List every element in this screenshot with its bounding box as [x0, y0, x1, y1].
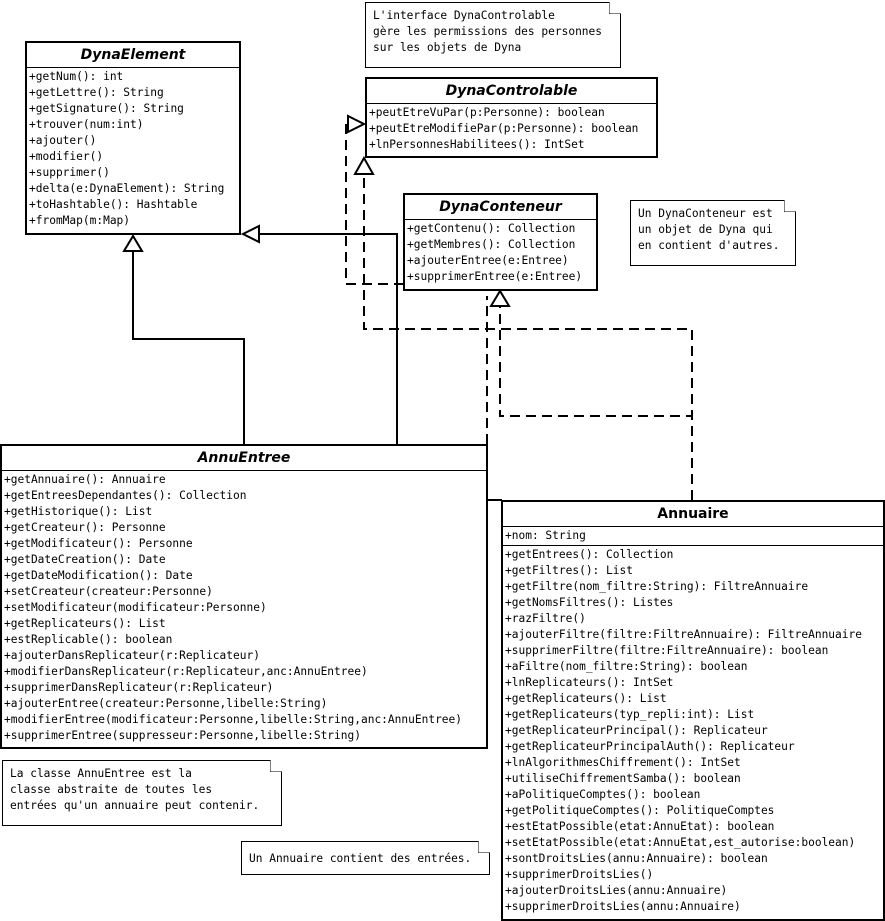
note-dynacontrolable: L'interface DynaControlable gère les per… — [365, 2, 621, 68]
method: +getNum(): int — [29, 70, 124, 83]
method: +supprimerDansReplicateur(r:Replicateur) — [4, 681, 274, 694]
method: +getCreateur(): Personne — [4, 521, 166, 534]
method: +setEtatPossible(etat:AnnuEtat,est_autor… — [505, 836, 856, 849]
method: +getContenu(): Collection — [407, 222, 576, 235]
method: +getReplicateurs(): List — [505, 692, 667, 705]
note-text: Un Annuaire contient des entrées. — [249, 852, 472, 865]
method: +getNomsFiltres(): Listes — [505, 596, 674, 609]
dynaconteneur-realization-arrow-bottom — [489, 289, 511, 307]
method: +lnAlgorithmesChiffrement(): IntSet — [505, 756, 741, 769]
method: +ajouter() — [29, 134, 97, 147]
dynacontrolable-realization-arrow-bottom — [353, 155, 375, 175]
class-name: Annuaire — [503, 502, 883, 527]
method: +getEntrees(): Collection — [505, 548, 674, 561]
note-fold-icon — [270, 760, 282, 772]
note-annuentree: La classe AnnuEntree est la classe abstr… — [2, 760, 282, 826]
method: +getFiltres(): List — [505, 564, 633, 577]
note-fold-icon — [784, 200, 796, 212]
method: +supprimerDroitsLies() — [505, 868, 654, 881]
method: +trouver(num:int) — [29, 118, 144, 131]
method: +ajouterFiltre(filtre:FiltreAnnuaire): F… — [505, 628, 862, 641]
method: +peutEtreVuPar(p:Personne): boolean — [369, 106, 605, 119]
method: +getMembres(): Collection — [407, 238, 576, 251]
dynaelement-inheritance-arrow-bottom — [122, 234, 144, 252]
method: +modifierDansReplicateur(r:Replicateur,a… — [4, 665, 368, 678]
class-annuentree: AnnuEntree +getAnnuaire(): Annuaire +get… — [0, 444, 488, 749]
method: +getSignature(): String — [29, 102, 184, 115]
note-annuaire: Un Annuaire contient des entrées. — [241, 841, 490, 875]
method: +getDateModification(): Date — [4, 569, 193, 582]
methods-section: +getNum(): int +getLettre(): String +get… — [27, 68, 239, 230]
annuentree-extends-dynaelement — [132, 251, 245, 444]
method: +getLettre(): String — [29, 86, 164, 99]
method: +getAnnuaire(): Annuaire — [4, 473, 166, 486]
note-text: La classe AnnuEntree est la classe abstr… — [10, 767, 260, 812]
method: +supprimerFiltre(filtre:FiltreAnnuaire):… — [505, 644, 829, 657]
class-name: DynaControlable — [367, 79, 656, 104]
method: +lnReplicateurs(): IntSet — [505, 676, 674, 689]
note-fold-icon — [609, 2, 621, 14]
method: +peutEtreModifiePar(p:Personne): boolean — [369, 122, 639, 135]
method: +getFiltre(nom_filtre:String): FiltreAnn… — [505, 580, 809, 593]
note-text: Un DynaConteneur est un objet de Dyna qu… — [638, 207, 780, 252]
method: +setCreateur(createur:Personne) — [4, 585, 213, 598]
methods-section: +getEntrees(): Collection +getFiltres():… — [503, 546, 883, 916]
method: +sontDroitsLies(annu:Annuaire): boolean — [505, 852, 768, 865]
method: +getReplicateurPrincipal(): Replicateur — [505, 724, 768, 737]
annuaire-realizes-dynaconteneur — [499, 306, 693, 500]
method: +delta(e:DynaElement): String — [29, 182, 225, 195]
method: +setModificateur(modificateur:Personne) — [4, 601, 267, 614]
method: +razFiltre() — [505, 612, 586, 625]
note-fold-icon — [478, 841, 490, 853]
method: +aFiltre(nom_filtre:String): boolean — [505, 660, 748, 673]
method: +getPolitiqueComptes(): PolitiqueComptes — [505, 804, 775, 817]
method: +getDateCreation(): Date — [4, 553, 166, 566]
method: +estReplicable(): boolean — [4, 633, 173, 646]
method: +getHistorique(): List — [4, 505, 153, 518]
method: +supprimerDroitsLies(annu:Annuaire) — [505, 900, 741, 913]
class-dynaconteneur: DynaConteneur +getContenu(): Collection … — [403, 193, 598, 291]
method: +ajouterEntree(e:Entree) — [407, 254, 569, 267]
method: +utiliseChiffrementSamba(): boolean — [505, 772, 741, 785]
method: +getReplicateurs(typ_repli:int): List — [505, 708, 755, 721]
dynaelement-inheritance-arrow-right — [240, 224, 260, 244]
method: +fromMap(m:Map) — [29, 214, 131, 227]
method: +ajouterDansReplicateur(r:Replicateur) — [4, 649, 260, 662]
class-name: AnnuEntree — [2, 446, 486, 471]
methods-section: +peutEtreVuPar(p:Personne): boolean +peu… — [367, 104, 656, 154]
method: +toHashtable(): Hashtable — [29, 198, 198, 211]
method: +getEntreesDependantes(): Collection — [4, 489, 247, 502]
method: +supprimer() — [29, 166, 110, 179]
method: +aPolitiqueComptes(): boolean — [505, 788, 701, 801]
method: +getReplicateurs(): List — [4, 617, 166, 630]
class-annuaire: Annuaire +nom: String +getEntrees(): Col… — [501, 500, 885, 921]
attribute: +nom: String — [505, 529, 586, 542]
attributes-section: +nom: String — [503, 527, 883, 546]
method: +modifierEntree(modificateur:Personne,li… — [4, 713, 463, 726]
annuaire-realizes-dynacontrolable — [363, 174, 693, 500]
class-name: DynaConteneur — [405, 195, 596, 220]
dynacontrolable-realization-arrow-left — [347, 114, 367, 134]
method: +getReplicateurPrincipalAuth(): Replicat… — [505, 740, 795, 753]
class-dynaelement: DynaElement +getNum(): int +getLettre():… — [25, 41, 241, 235]
method: +lnPersonnesHabilitees(): IntSet — [369, 138, 585, 151]
note-text: L'interface DynaControlable gère les per… — [373, 9, 603, 54]
methods-section: +getContenu(): Collection +getMembres():… — [405, 220, 596, 286]
class-dynacontrolable: DynaControlable +peutEtreVuPar(p:Personn… — [365, 77, 658, 158]
method: +ajouterEntree(createur:Personne,libelle… — [4, 697, 328, 710]
method: +supprimerEntree(e:Entree) — [407, 270, 583, 283]
class-name: DynaElement — [27, 43, 239, 68]
note-dynaconteneur: Un DynaConteneur est un objet de Dyna qu… — [630, 200, 796, 266]
methods-section: +getAnnuaire(): Annuaire +getEntreesDepe… — [2, 471, 486, 745]
method: +supprimerEntree(suppresseur:Personne,li… — [4, 729, 361, 742]
method: +ajouterDroitsLies(annu:Annuaire) — [505, 884, 728, 897]
method: +modifier() — [29, 150, 104, 163]
method: +estEtatPossible(etat:AnnuEtat): boolean — [505, 820, 775, 833]
method: +getModificateur(): Personne — [4, 537, 193, 550]
